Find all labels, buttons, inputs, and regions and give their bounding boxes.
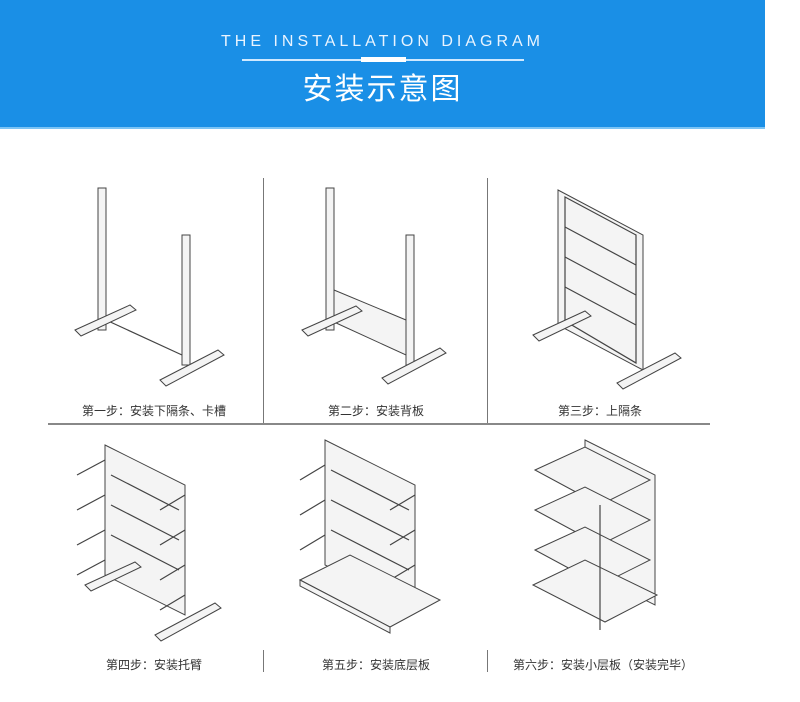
step-3-diagram (532, 189, 682, 390)
step-5-diagram (298, 439, 442, 634)
step-3-caption: 第三步：上隔条 (557, 404, 642, 418)
step-1-caption: 第一步：安装下隔条、卡槽 (81, 404, 226, 418)
column-divider (263, 650, 264, 672)
column-divider (263, 178, 264, 423)
step-4-caption: 第四步：安装托臂 (105, 658, 202, 672)
divider-accent (361, 57, 406, 62)
step-6-diagram (531, 439, 659, 630)
column-divider (487, 650, 488, 672)
step-1-diagram (74, 187, 225, 387)
step-2-diagram (301, 187, 447, 385)
row-divider (48, 423, 710, 425)
column-divider (487, 178, 488, 423)
step-5-caption: 第五步：安装底层板 (321, 658, 430, 672)
title-english: THE INSTALLATION DIAGRAM (221, 33, 544, 50)
step-4-diagram (76, 444, 222, 642)
step-6-caption: 第六步：安装小层板（安装完毕） (512, 658, 693, 672)
step-2-caption: 第二步：安装背板 (327, 404, 424, 418)
title-chinese: 安装示意图 (302, 72, 463, 107)
header-banner: THE INSTALLATION DIAGRAM 安装示意图 (0, 0, 765, 129)
